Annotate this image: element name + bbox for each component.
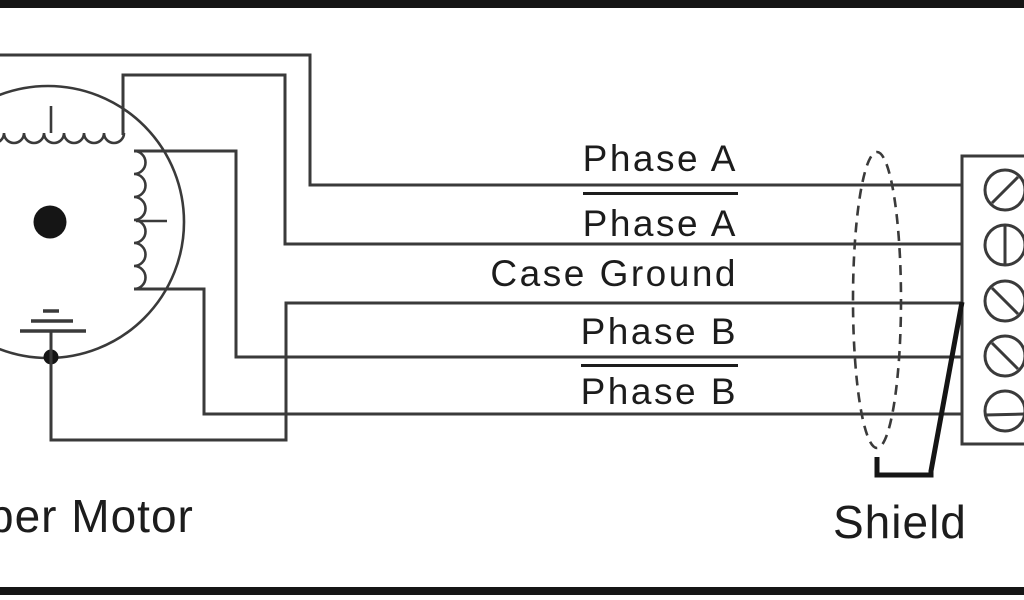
screw-terminal-icon-1: [983, 168, 1024, 212]
screw-terminal-icon-4: [983, 334, 1024, 378]
phase-b-bar-text: Phase B: [580, 364, 738, 410]
screw-terminal-icon-5: [983, 389, 1024, 433]
frame-border-top: [0, 0, 1024, 8]
wire-phase-b-bar: [134, 287, 962, 416]
phase-a-bar-text: Phase A: [582, 192, 738, 242]
winding-a-coil-icon: [0, 132, 126, 145]
shield-label: Shield: [833, 496, 967, 548]
wire-label-phase-b-bar: Phase B: [580, 364, 738, 410]
motor-shaft-dot: [33, 205, 67, 239]
terminal-block: [960, 154, 1024, 446]
frame-border-bottom: [0, 587, 1024, 595]
wire-phase-a-bar: [121, 73, 962, 246]
wire-phase-a: [0, 53, 962, 187]
stepper-motor-symbol: [0, 84, 186, 365]
motor-label: per Motor: [0, 490, 194, 542]
wire-phase-b: [134, 149, 962, 359]
wire-case-ground: [49, 301, 962, 442]
wire-label-phase-a-bar: Phase A: [582, 192, 738, 242]
wire-bundle: [0, 53, 962, 442]
shield-drain-wire: [874, 301, 965, 478]
wire-label-phase-b: Phase B: [580, 311, 738, 352]
wire-label-phase-a: Phase A: [582, 138, 738, 179]
wire-label-case-ground: Case Ground: [490, 253, 738, 294]
screw-terminal-icon-2: [983, 223, 1024, 267]
case-ground-icon: [20, 309, 86, 333]
winding-b-coil-icon: [133, 149, 147, 291]
screw-terminal-icon-3: [983, 279, 1024, 323]
shield-ellipse-icon: [851, 150, 903, 450]
